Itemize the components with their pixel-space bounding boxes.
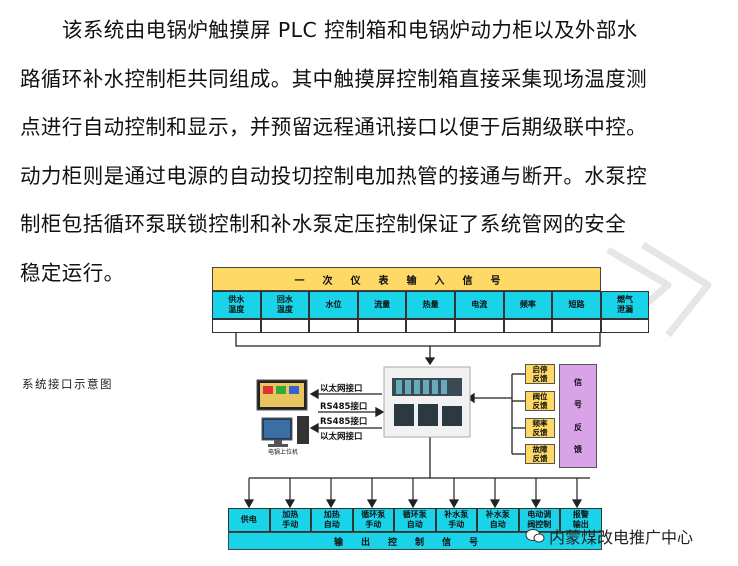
blank-cell	[309, 319, 358, 333]
wechat-icon	[525, 529, 545, 543]
output-heating-auto: 加热 自动	[311, 508, 353, 532]
feedback-title-char: 信	[574, 377, 582, 387]
output-power-supply: 供电	[228, 508, 270, 532]
input-flow: 流量	[357, 291, 407, 319]
para-line-1: 该系统由电锅炉触摸屏 PLC 控制箱和电锅炉动力柜以及外部水	[62, 18, 638, 42]
feedback-group: 启停 反馈 阀位 反馈 频率 反馈 故障 反馈 信 号 反 馈	[525, 364, 601, 468]
feedback-title-char: 反	[574, 422, 582, 432]
output-circ-pump-manual: 循环泵 手动	[352, 508, 394, 532]
output-heating-manual: 加热 手动	[269, 508, 311, 532]
port-label-ethernet-2: 以太网接口	[320, 432, 363, 442]
hmi-screen-icon	[256, 379, 308, 411]
input-heat: 热量	[406, 291, 455, 319]
output-makeup-pump-manual: 补水泵 手动	[435, 508, 477, 532]
computer-label: 电锅上位机	[268, 449, 299, 456]
port-label-ethernet-1: 以太网接口	[320, 384, 363, 394]
brand-name: 内蒙煤改电推广中心	[549, 528, 694, 547]
input-signal-banner: 一次仪表输入信号	[212, 267, 601, 291]
output-circ-pump-auto: 循环泵 自动	[394, 508, 436, 532]
para-line-3: 点进行自动控制和显示，并预留远程通讯接口以便于后期级联中控。	[20, 115, 647, 139]
feedback-fault: 故障 反馈	[525, 444, 555, 464]
feedback-signal-panel: 信 号 反 馈	[559, 364, 597, 468]
blank-cell	[260, 319, 310, 333]
feedback-frequency: 频率 反馈	[525, 418, 555, 438]
port-label-rs485-1: RS485接口	[320, 402, 368, 412]
feedback-start-stop: 启停 反馈	[525, 364, 555, 384]
plc-controller-icon	[383, 366, 471, 438]
input-gas-leak: 燃气 泄漏	[600, 291, 650, 319]
input-blank-row	[212, 319, 650, 333]
input-return-temp: 回水 温度	[260, 291, 310, 319]
input-water-level: 水位	[309, 291, 358, 319]
brand-watermark: 内蒙煤改电推广中心	[525, 524, 693, 548]
output-makeup-pump-auto: 补水泵 自动	[477, 508, 519, 532]
output-signal-row: 供电 加热 手动 加热 自动 循环泵 手动 循环泵 自动 补水泵 手动 补水泵 …	[228, 508, 602, 532]
input-short-circuit: 短路	[552, 291, 601, 319]
output-valve-control: 电动调 阀控制	[518, 508, 560, 532]
blank-cell	[503, 319, 553, 333]
computer-icon	[261, 416, 309, 447]
blank-cell	[600, 319, 650, 333]
feedback-title-char: 号	[574, 400, 582, 410]
blank-cell	[454, 319, 504, 333]
port-label-rs485-2: RS485接口	[320, 417, 368, 427]
input-current: 电流	[454, 291, 504, 319]
output-signal-banner: 输出控制信号	[228, 532, 602, 550]
para-line-2: 路循环补水控制柜共同组成。其中触摸屏控制箱直接采集现场温度测	[20, 66, 647, 91]
input-signal-row: 供水 温度 回水 温度 水位 流量 热量 电流 频率 短路 燃气 泄漏	[212, 291, 650, 319]
input-frequency: 频率	[503, 291, 553, 319]
figure-caption: 系统接口示意图	[22, 377, 113, 391]
para-line-4: 动力柜则是通过电源的自动投切控制电加热管的接通与断开。水泵控	[20, 163, 647, 188]
blank-cell	[406, 319, 455, 333]
para-line-6: 稳定运行。	[20, 260, 125, 285]
feedback-valve-position: 阀位 反馈	[525, 391, 555, 411]
blank-cell	[212, 319, 261, 333]
para-line-5: 制柜包括循环泵联锁控制和补水泵定压控制保证了系统管网的安全	[20, 212, 627, 236]
output-arrows	[243, 478, 583, 509]
blank-cell	[552, 319, 601, 333]
input-supply-temp: 供水 温度	[212, 291, 261, 319]
output-alarm: 报警 输出	[560, 508, 602, 532]
body-paragraph: 该系统由电锅炉触摸屏 PLC 控制箱和电锅炉动力柜以及外部水 路循环补水控制柜共…	[20, 6, 722, 297]
feedback-title-char: 馈	[574, 445, 582, 455]
blank-cell	[357, 319, 407, 333]
